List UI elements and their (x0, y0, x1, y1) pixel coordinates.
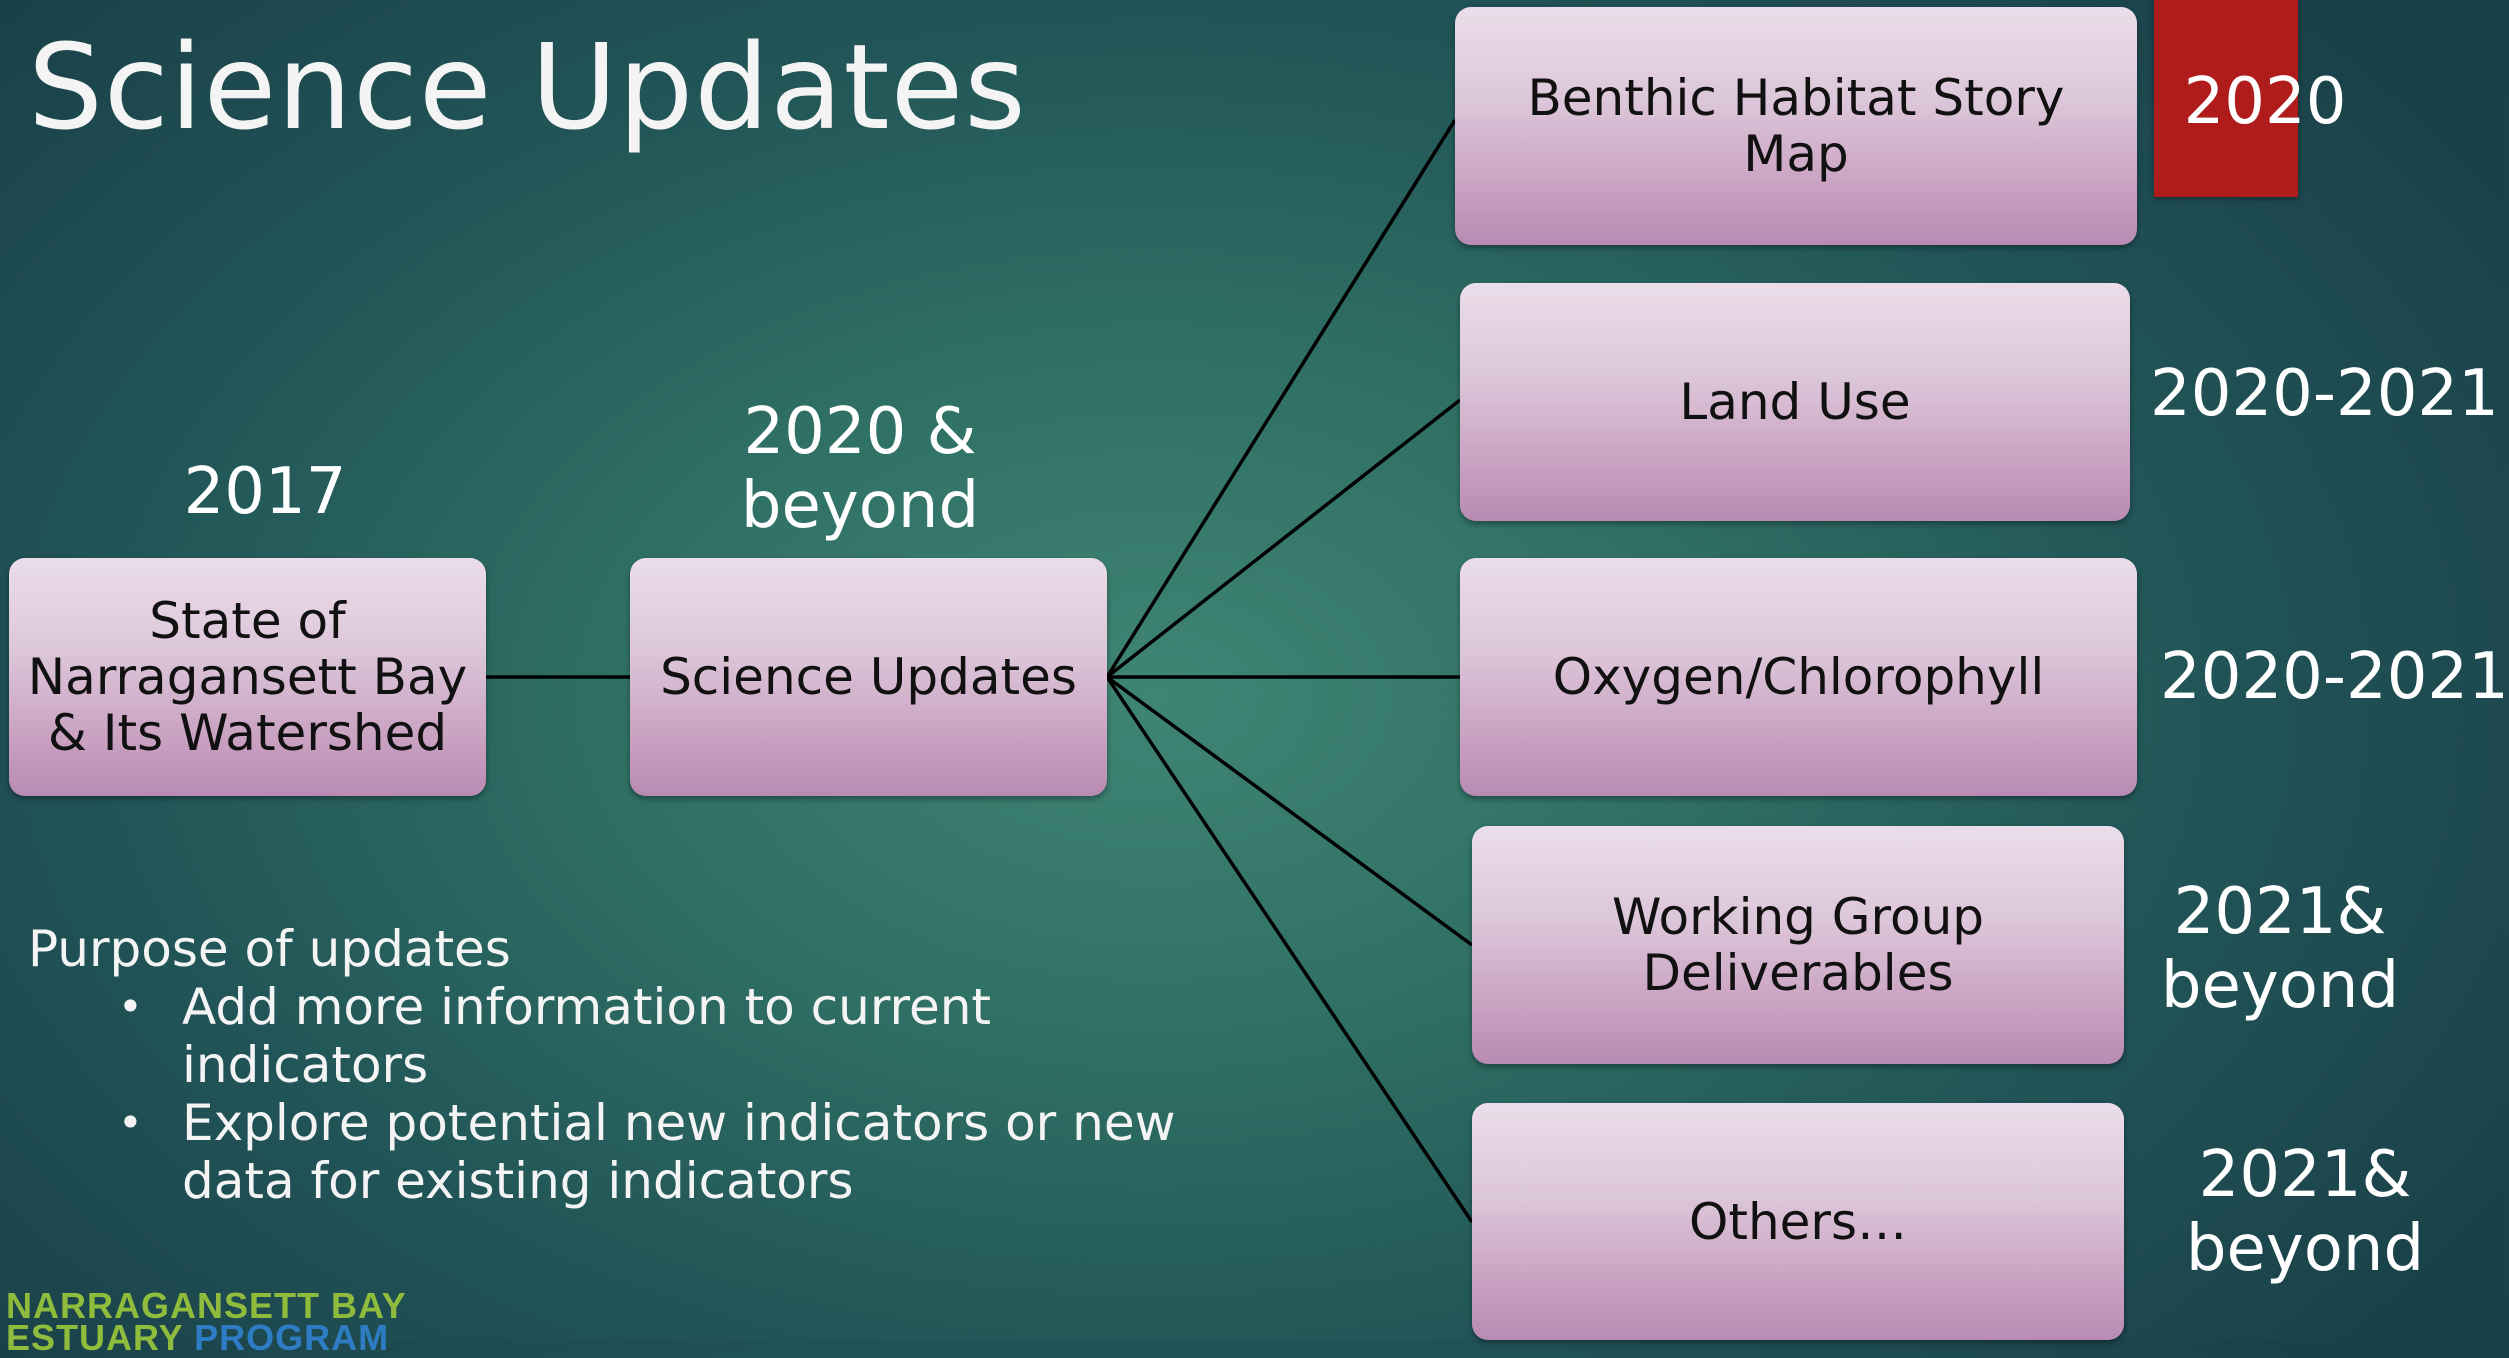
connector-hub-to-land-use (1105, 398, 1462, 679)
connector-lines (486, 119, 1474, 1223)
branch-timeframe-oxygen-chlorophyll: 2020-2021 (2160, 640, 2509, 714)
page-title: Science Updates (28, 18, 1027, 156)
hub-node: Science Updates (630, 558, 1107, 796)
root-year: 2017 (183, 455, 347, 529)
branch-node-others: Others… (1472, 1103, 2124, 1340)
branch-node-benthic-habitat: Benthic Habitat Story Map (1455, 7, 2137, 245)
branch-timeframe-working-group: 2021& beyond (2160, 875, 2400, 1024)
purpose-bullet: Add more information to current indicato… (118, 978, 1222, 1094)
connector-hub-to-working-group (1105, 675, 1474, 947)
connector-hub-to-benthic (1105, 119, 1457, 678)
root-label-line: State of (149, 592, 346, 650)
purpose-heading: Purpose of updates (28, 920, 511, 978)
connector-hub-to-others (1105, 676, 1474, 1223)
root-node: State of Narragansett Bay & Its Watershe… (9, 558, 486, 796)
branch-node-oxygen-chlorophyll: Oxygen/Chlorophyll (1460, 558, 2137, 796)
year-highlight-marker (2154, 0, 2298, 197)
branch-timeframe-benthic-habitat: 2020 (2183, 65, 2347, 139)
purpose-bullet: Explore potential new indicators or new … (118, 1094, 1222, 1210)
narragansett-bay-estuary-program-logo: NARRAGANSETT BAY ESTUARY PROGRAM (6, 1285, 407, 1358)
hub-year: 2020 & beyond (740, 395, 980, 544)
purpose-section: Purpose of updates Add more information … (28, 920, 1222, 1210)
hub-label: Science Updates (660, 648, 1077, 706)
branch-timeframe-others: 2021& beyond (2185, 1138, 2425, 1287)
purpose-bullet-list: Add more information to current indicato… (28, 978, 1222, 1210)
branch-timeframe-land-use: 2020-2021 (2150, 357, 2499, 431)
branch-node-working-group: Working Group Deliverables (1472, 826, 2124, 1064)
branch-node-land-use: Land Use (1460, 283, 2130, 521)
root-label-line: & Its Watershed (47, 704, 448, 762)
root-label-line: Narragansett Bay (27, 648, 468, 706)
